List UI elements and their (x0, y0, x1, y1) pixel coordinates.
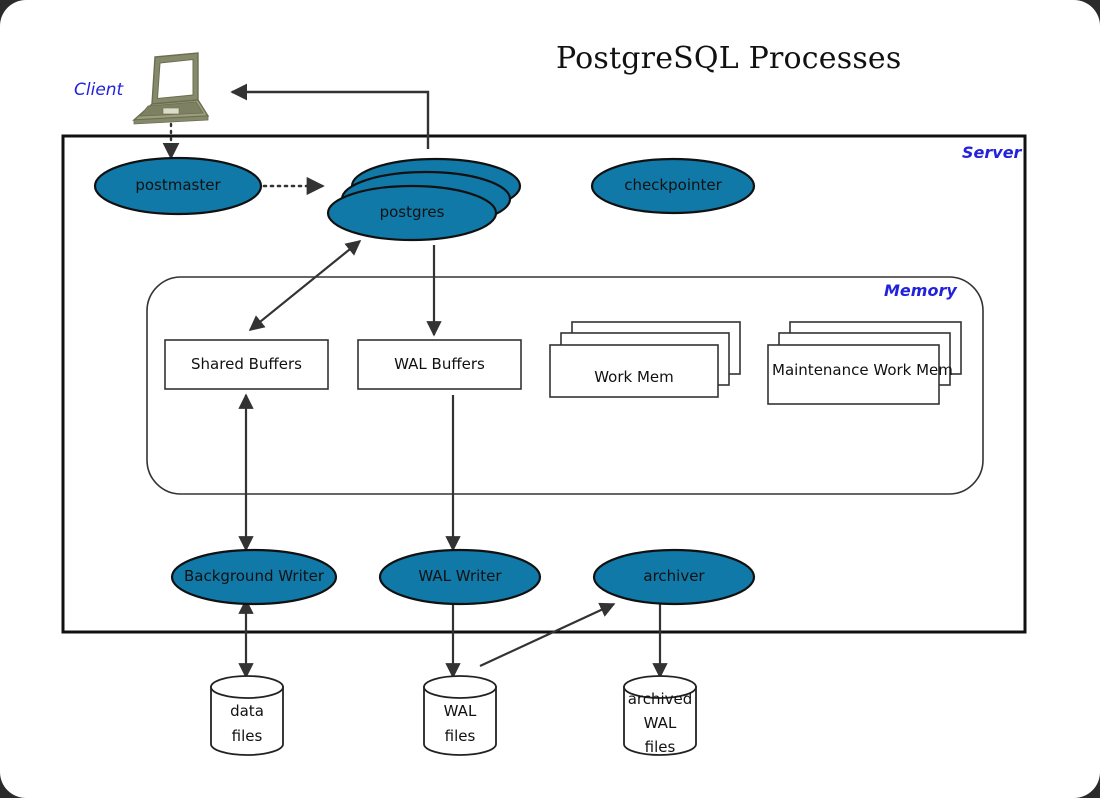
process-label-postmaster: postmaster (135, 176, 221, 194)
arrow-wal-files-to-archiver (479, 602, 616, 667)
process-postmaster[interactable] (93, 156, 263, 216)
server-label: Server (962, 143, 1022, 162)
memory-label-shared-buffers: Shared Buffers (191, 355, 302, 373)
process-background-writer[interactable] (170, 548, 338, 606)
memory-label: Memory (884, 281, 957, 300)
storage-label-data-files-line2: files (231, 727, 263, 745)
storage-data-files[interactable] (210, 675, 284, 756)
process-wal-writer[interactable] (378, 548, 542, 606)
storage-archived-wal-files[interactable] (623, 675, 697, 756)
storage-label-archived-wal-files-line2: WAL (643, 714, 677, 732)
process-label-checkpointer: checkpointer (624, 176, 722, 194)
server-container (61, 134, 1027, 634)
storage-label-archived-wal-files-line1: archived (627, 690, 693, 708)
process-label-postgres: postgres (379, 203, 445, 221)
process-archiver[interactable] (592, 548, 756, 606)
memory-label-maintenance-work-mem: Maintenance Work Mem (772, 361, 953, 379)
storage-label-data-files-line1: data (230, 702, 264, 720)
memory-box-wal-buffers[interactable] (357, 339, 522, 390)
storage-label-wal-files-line1: WAL (443, 702, 477, 720)
process-label-background-writer: Background Writer (183, 567, 325, 585)
memory-box-work-mem[interactable] (549, 321, 741, 398)
arrow-postgres-to-client (230, 83, 430, 149)
storage-label-wal-files-line2: files (444, 727, 476, 745)
memory-box-maintenance-work-mem[interactable] (767, 321, 962, 405)
memory-container (146, 276, 984, 495)
memory-box-shared-buffers[interactable] (164, 339, 329, 390)
storage-label-archived-wal-files-line3: files (644, 738, 676, 756)
memory-label-work-mem: Work Mem (594, 368, 674, 386)
page-title: PostgreSQL Processes (556, 41, 902, 76)
process-checkpointer[interactable] (590, 157, 756, 215)
storage-wal-files[interactable] (423, 675, 497, 756)
arrow-postgres-shared-buffers (248, 240, 362, 331)
memory-label-wal-buffers: WAL Buffers (394, 355, 485, 373)
laptop-icon (132, 52, 210, 125)
process-label-wal-writer: WAL Writer (418, 567, 502, 585)
process-label-archiver: archiver (643, 567, 705, 585)
process-postgres[interactable] (326, 157, 522, 242)
client-label: Client (74, 80, 124, 100)
